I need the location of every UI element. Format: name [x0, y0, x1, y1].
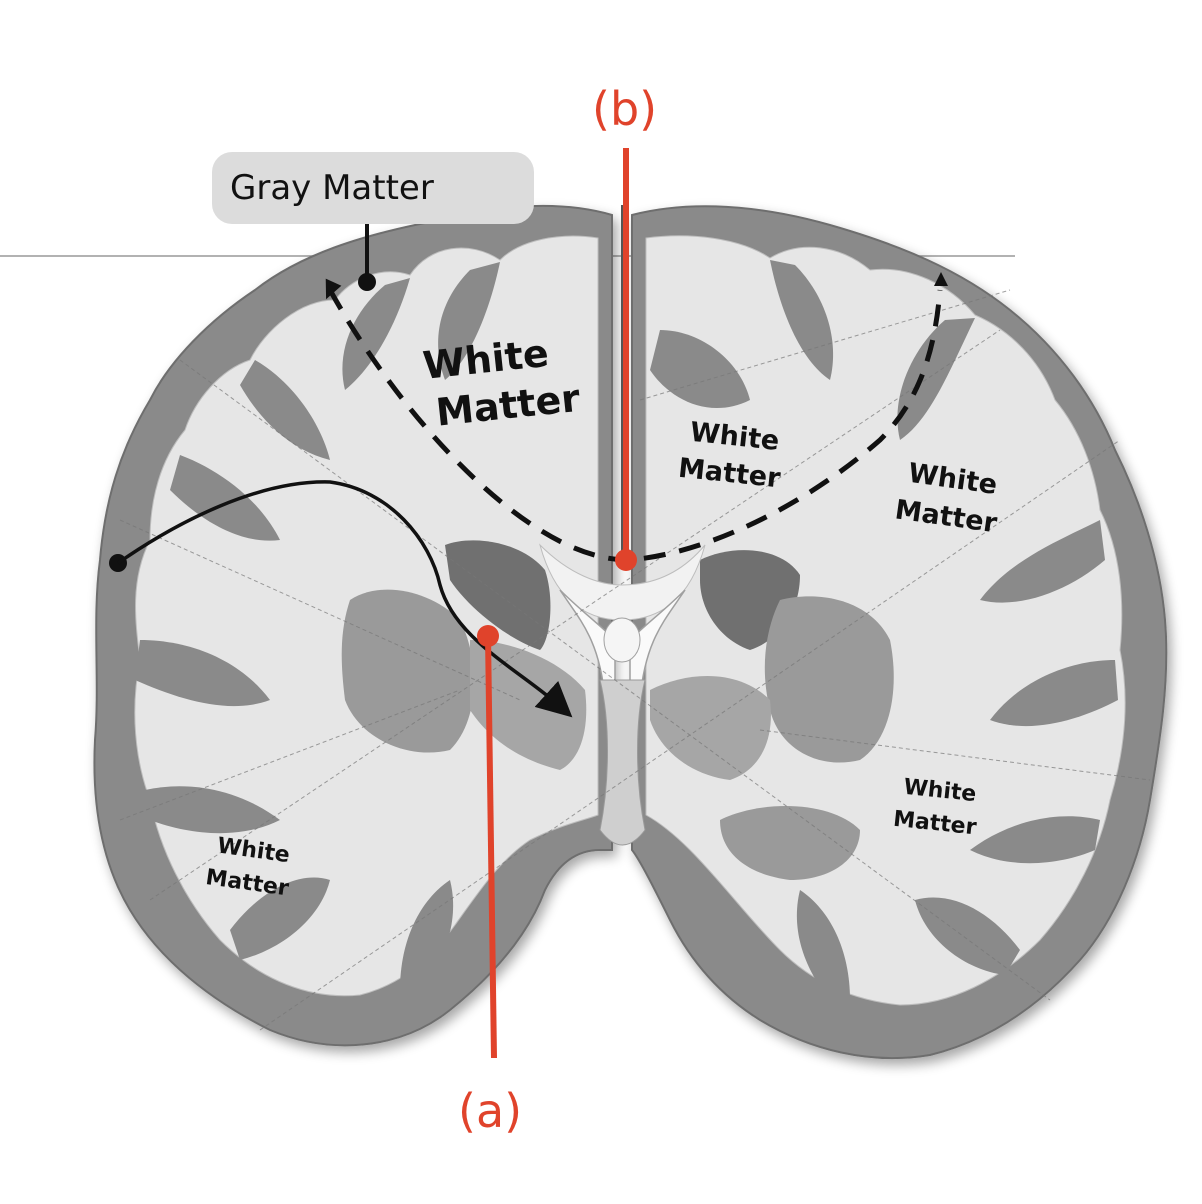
marker-b: (b): [592, 82, 657, 571]
faint-guide-lines: [119, 289, 1151, 1031]
third-ventricle: [603, 617, 641, 663]
brainstem-midline: [599, 679, 646, 846]
marker-b-dot: [615, 549, 637, 571]
left-caudate: [445, 540, 551, 650]
left-thalamus: [470, 640, 587, 770]
left-sulcus-8: [400, 880, 454, 990]
right-hippocampus: [720, 806, 860, 880]
left-sulcus-1: [438, 262, 500, 380]
dashed-arc-left-arrowhead: [325, 278, 342, 300]
corpus-callosum: [539, 543, 706, 621]
gray-matter-leader-dot: [358, 273, 376, 291]
guide-line: [149, 329, 1001, 901]
midline-structures: [539, 205, 706, 846]
guide-line: [119, 519, 521, 701]
left-sulcus-4: [170, 455, 280, 541]
guide-line: [179, 359, 1051, 1001]
right-sulcus-3: [897, 318, 975, 440]
marker-a-label: (a): [458, 1084, 522, 1138]
marker-a-line: [485, 635, 497, 1059]
left-sulcus-6: [145, 786, 280, 834]
left-sulcus-7: [230, 877, 330, 960]
right-sulcus-5: [990, 660, 1118, 727]
left-putamen: [341, 589, 474, 753]
left-sulcus-2: [342, 278, 410, 390]
left-sulcus-5: [135, 640, 270, 707]
left-hemisphere: [93, 204, 613, 1047]
dashed-arc-right-arrowhead: [934, 272, 948, 286]
right-sulcus-4: [980, 520, 1105, 603]
right-sulcus-1: [770, 260, 834, 380]
right-sulcus-2: [650, 330, 750, 409]
marker-b-label: (b): [592, 82, 657, 136]
gray-matter-label: Gray Matter: [230, 168, 434, 208]
marker-a: (a): [458, 625, 522, 1138]
gray-matter-callout-box: [212, 152, 534, 224]
guide-line: [759, 729, 1151, 781]
gray-matter-callout: Gray Matter: [212, 152, 534, 291]
right-hemisphere: [631, 205, 1168, 1060]
right-thalamus: [650, 676, 771, 780]
right-putamen: [764, 596, 894, 763]
right-sulcus-6: [970, 816, 1100, 864]
guide-line: [259, 439, 1121, 1031]
guide-line: [119, 689, 461, 821]
right-sulcus-7: [915, 897, 1020, 975]
right-sulcus-8: [796, 890, 850, 1000]
left-sulcus-3: [240, 360, 330, 460]
guide-line: [639, 289, 1011, 401]
